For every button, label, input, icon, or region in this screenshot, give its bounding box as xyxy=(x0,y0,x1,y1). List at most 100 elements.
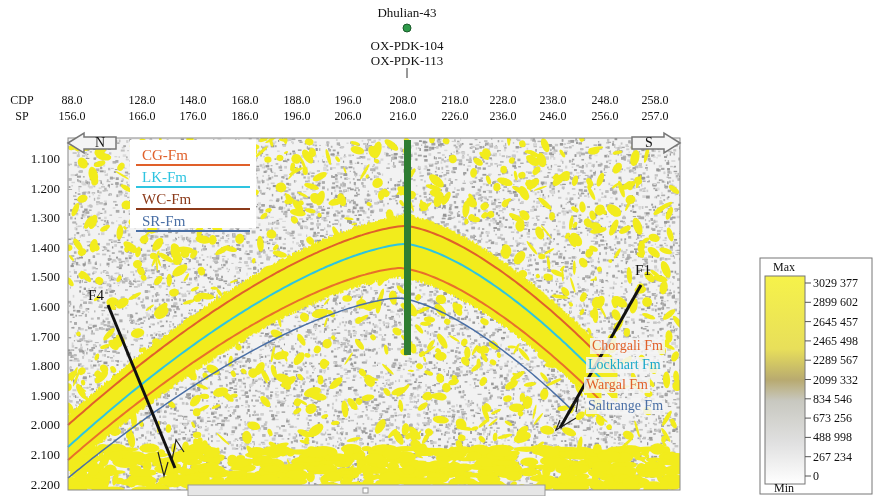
legend-label: SR-Fm xyxy=(142,214,185,229)
axis-title: CDP xyxy=(10,94,33,106)
time-value: 2.100 xyxy=(31,448,60,461)
well-name: Dhulian-43 xyxy=(377,6,436,19)
colorbar-value: 2289 567 xyxy=(813,354,858,366)
cdp-value: 248.0 xyxy=(592,94,619,106)
legend-label: LK-Fm xyxy=(142,170,187,185)
cdp-value: 128.0 xyxy=(129,94,156,106)
colorbar-ticks xyxy=(805,283,811,476)
fault-label: F4 xyxy=(88,288,104,303)
time-value: 1.700 xyxy=(31,329,60,342)
colorbar-value: 488 998 xyxy=(813,431,852,443)
axis-title: SP xyxy=(15,110,28,122)
cdp-value: 238.0 xyxy=(540,94,567,106)
colorbar-tick xyxy=(805,283,811,284)
time-value: 2.000 xyxy=(31,418,60,431)
cdp-value: 188.0 xyxy=(284,94,311,106)
sp-value: 176.0 xyxy=(180,110,207,122)
sp-value: 196.0 xyxy=(284,110,311,122)
colorbar-value: 0 xyxy=(813,470,819,482)
sp-value: 166.0 xyxy=(129,110,156,122)
fault-line xyxy=(108,305,175,468)
time-value: 1.200 xyxy=(31,181,60,194)
sp-value: 257.0 xyxy=(642,110,669,122)
cdp-value: 228.0 xyxy=(490,94,517,106)
legend-line xyxy=(136,230,250,232)
colorbar-end: Max xyxy=(773,261,795,273)
cdp-value: 208.0 xyxy=(390,94,417,106)
colorbar-tick xyxy=(805,302,811,303)
colorbar-value: 2099 332 xyxy=(813,374,858,386)
legend-box xyxy=(130,140,256,228)
colorbar-tick xyxy=(805,476,811,477)
colorbar-frame xyxy=(760,258,872,494)
colorbar-value: 834 546 xyxy=(813,393,852,405)
colorbar xyxy=(765,276,805,484)
plot-frame xyxy=(68,138,680,490)
north-arrow xyxy=(68,133,116,153)
formation-label: Chorgali Fm xyxy=(590,338,665,354)
time-value: 1.600 xyxy=(31,300,60,313)
fault-arrow xyxy=(158,452,168,476)
horizon-lines xyxy=(68,226,615,478)
time-value: 1.400 xyxy=(31,240,60,253)
legend-label: WC-Fm xyxy=(142,192,191,207)
colorbar-tick xyxy=(805,360,811,361)
colorbar-tick xyxy=(805,418,811,419)
cdp-value: 168.0 xyxy=(232,94,259,106)
sp-value: 226.0 xyxy=(442,110,469,122)
legend-line xyxy=(136,164,250,166)
legend-line xyxy=(136,208,250,210)
direction-label: N xyxy=(95,136,105,150)
time-value: 1.800 xyxy=(31,359,60,372)
colorbar-value: 3029 377 xyxy=(813,277,858,289)
colorbar-tick xyxy=(805,437,811,438)
colorbar-end: Min xyxy=(774,482,794,494)
colorbar-tick xyxy=(805,379,811,380)
well-track xyxy=(404,140,411,355)
sp-value: 156.0 xyxy=(59,110,86,122)
horizon-line xyxy=(68,226,615,425)
sp-value: 236.0 xyxy=(490,110,517,122)
colorbar-value: 267 234 xyxy=(813,451,852,463)
cdp-value: 218.0 xyxy=(442,94,469,106)
cdp-value: 88.0 xyxy=(62,94,83,106)
colorbar-tick xyxy=(805,340,811,341)
time-value: 2.200 xyxy=(31,477,60,490)
colorbar-value: 673 256 xyxy=(813,412,852,424)
sp-value: 216.0 xyxy=(390,110,417,122)
south-arrow xyxy=(632,133,680,153)
cdp-value: 196.0 xyxy=(335,94,362,106)
sp-value: 186.0 xyxy=(232,110,259,122)
time-value: 1.300 xyxy=(31,211,60,224)
formation-label: Saltrange Fm xyxy=(586,398,665,414)
formation-label: Lockhart Fm xyxy=(586,357,663,373)
scroll-thumb xyxy=(363,488,368,493)
colorbar-value: 2899 602 xyxy=(813,296,858,308)
sp-value: 256.0 xyxy=(592,110,619,122)
cdp-value: 148.0 xyxy=(180,94,207,106)
horizon-line xyxy=(68,244,612,447)
formation-label: Wargal Fm xyxy=(584,377,650,393)
fault-arrow xyxy=(556,418,576,430)
direction-label: S xyxy=(645,136,653,150)
horizon-line xyxy=(68,298,572,478)
scroll-bar xyxy=(188,485,545,496)
colorbar-value: 2465 498 xyxy=(813,335,858,347)
colorbar-tick xyxy=(805,321,811,322)
well-name: OX-PDK-113 xyxy=(371,54,443,67)
fault-arrow xyxy=(572,400,578,412)
legend-line xyxy=(136,186,250,188)
legend-label: CG-Fm xyxy=(142,148,188,163)
time-value: 1.500 xyxy=(31,270,60,283)
colorbar-value: 2645 457 xyxy=(813,316,858,328)
sp-value: 206.0 xyxy=(335,110,362,122)
time-value: 1.900 xyxy=(31,388,60,401)
sp-value: 246.0 xyxy=(540,110,567,122)
fault-label: F1 xyxy=(635,263,651,278)
time-value: 1.100 xyxy=(31,152,60,165)
cdp-value: 258.0 xyxy=(642,94,669,106)
colorbar-tick xyxy=(805,456,811,457)
colorbar-tick xyxy=(805,398,811,399)
